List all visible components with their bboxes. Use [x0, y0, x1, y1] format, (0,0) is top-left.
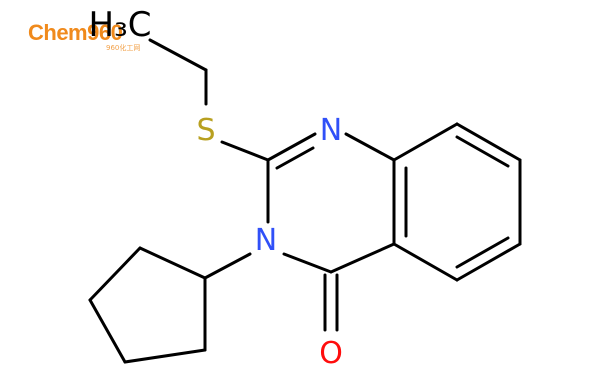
- bond-c6-c5: [455, 242, 522, 282]
- atom-label-sulfur: S: [196, 113, 215, 148]
- atom-label-oxygen: O: [319, 336, 343, 371]
- chem960-watermark: Chem960 960化工网: [6, 14, 156, 52]
- bond-c2-n1-double: [275, 146, 315, 170]
- bond-cp1-cp2: [138, 246, 207, 280]
- bond-n3-c4: [282, 252, 333, 274]
- watermark-logo-text: Chem960: [28, 20, 123, 45]
- bond-c8a-c8: [392, 122, 459, 162]
- bond-n1-c8a: [344, 132, 396, 162]
- bond-s-c2: [220, 140, 270, 162]
- watermark-subtitle: 960化工网: [106, 44, 141, 52]
- bond-lines: [88, 38, 522, 364]
- atom-label-methyl: H₃C: [89, 5, 152, 45]
- bond-c2-n1: [266, 132, 317, 162]
- bond-cp2-cp3: [88, 246, 142, 302]
- bond-c8-c7-inner: [455, 135, 510, 168]
- bond-n3-cp1: [203, 252, 252, 280]
- bond-c4-c4a: [329, 242, 396, 274]
- atom-label-n1: N: [320, 113, 342, 148]
- bond-c8-c7: [455, 122, 522, 162]
- bond-cp4-cp5: [123, 348, 207, 364]
- bond-c5-c4a: [392, 242, 459, 282]
- atom-label-n3: N: [255, 223, 277, 258]
- bond-ethyl-ch2-ch3: [148, 38, 208, 72]
- bond-c6-c5-inner: [455, 236, 510, 269]
- bond-cp3-cp4: [88, 298, 127, 364]
